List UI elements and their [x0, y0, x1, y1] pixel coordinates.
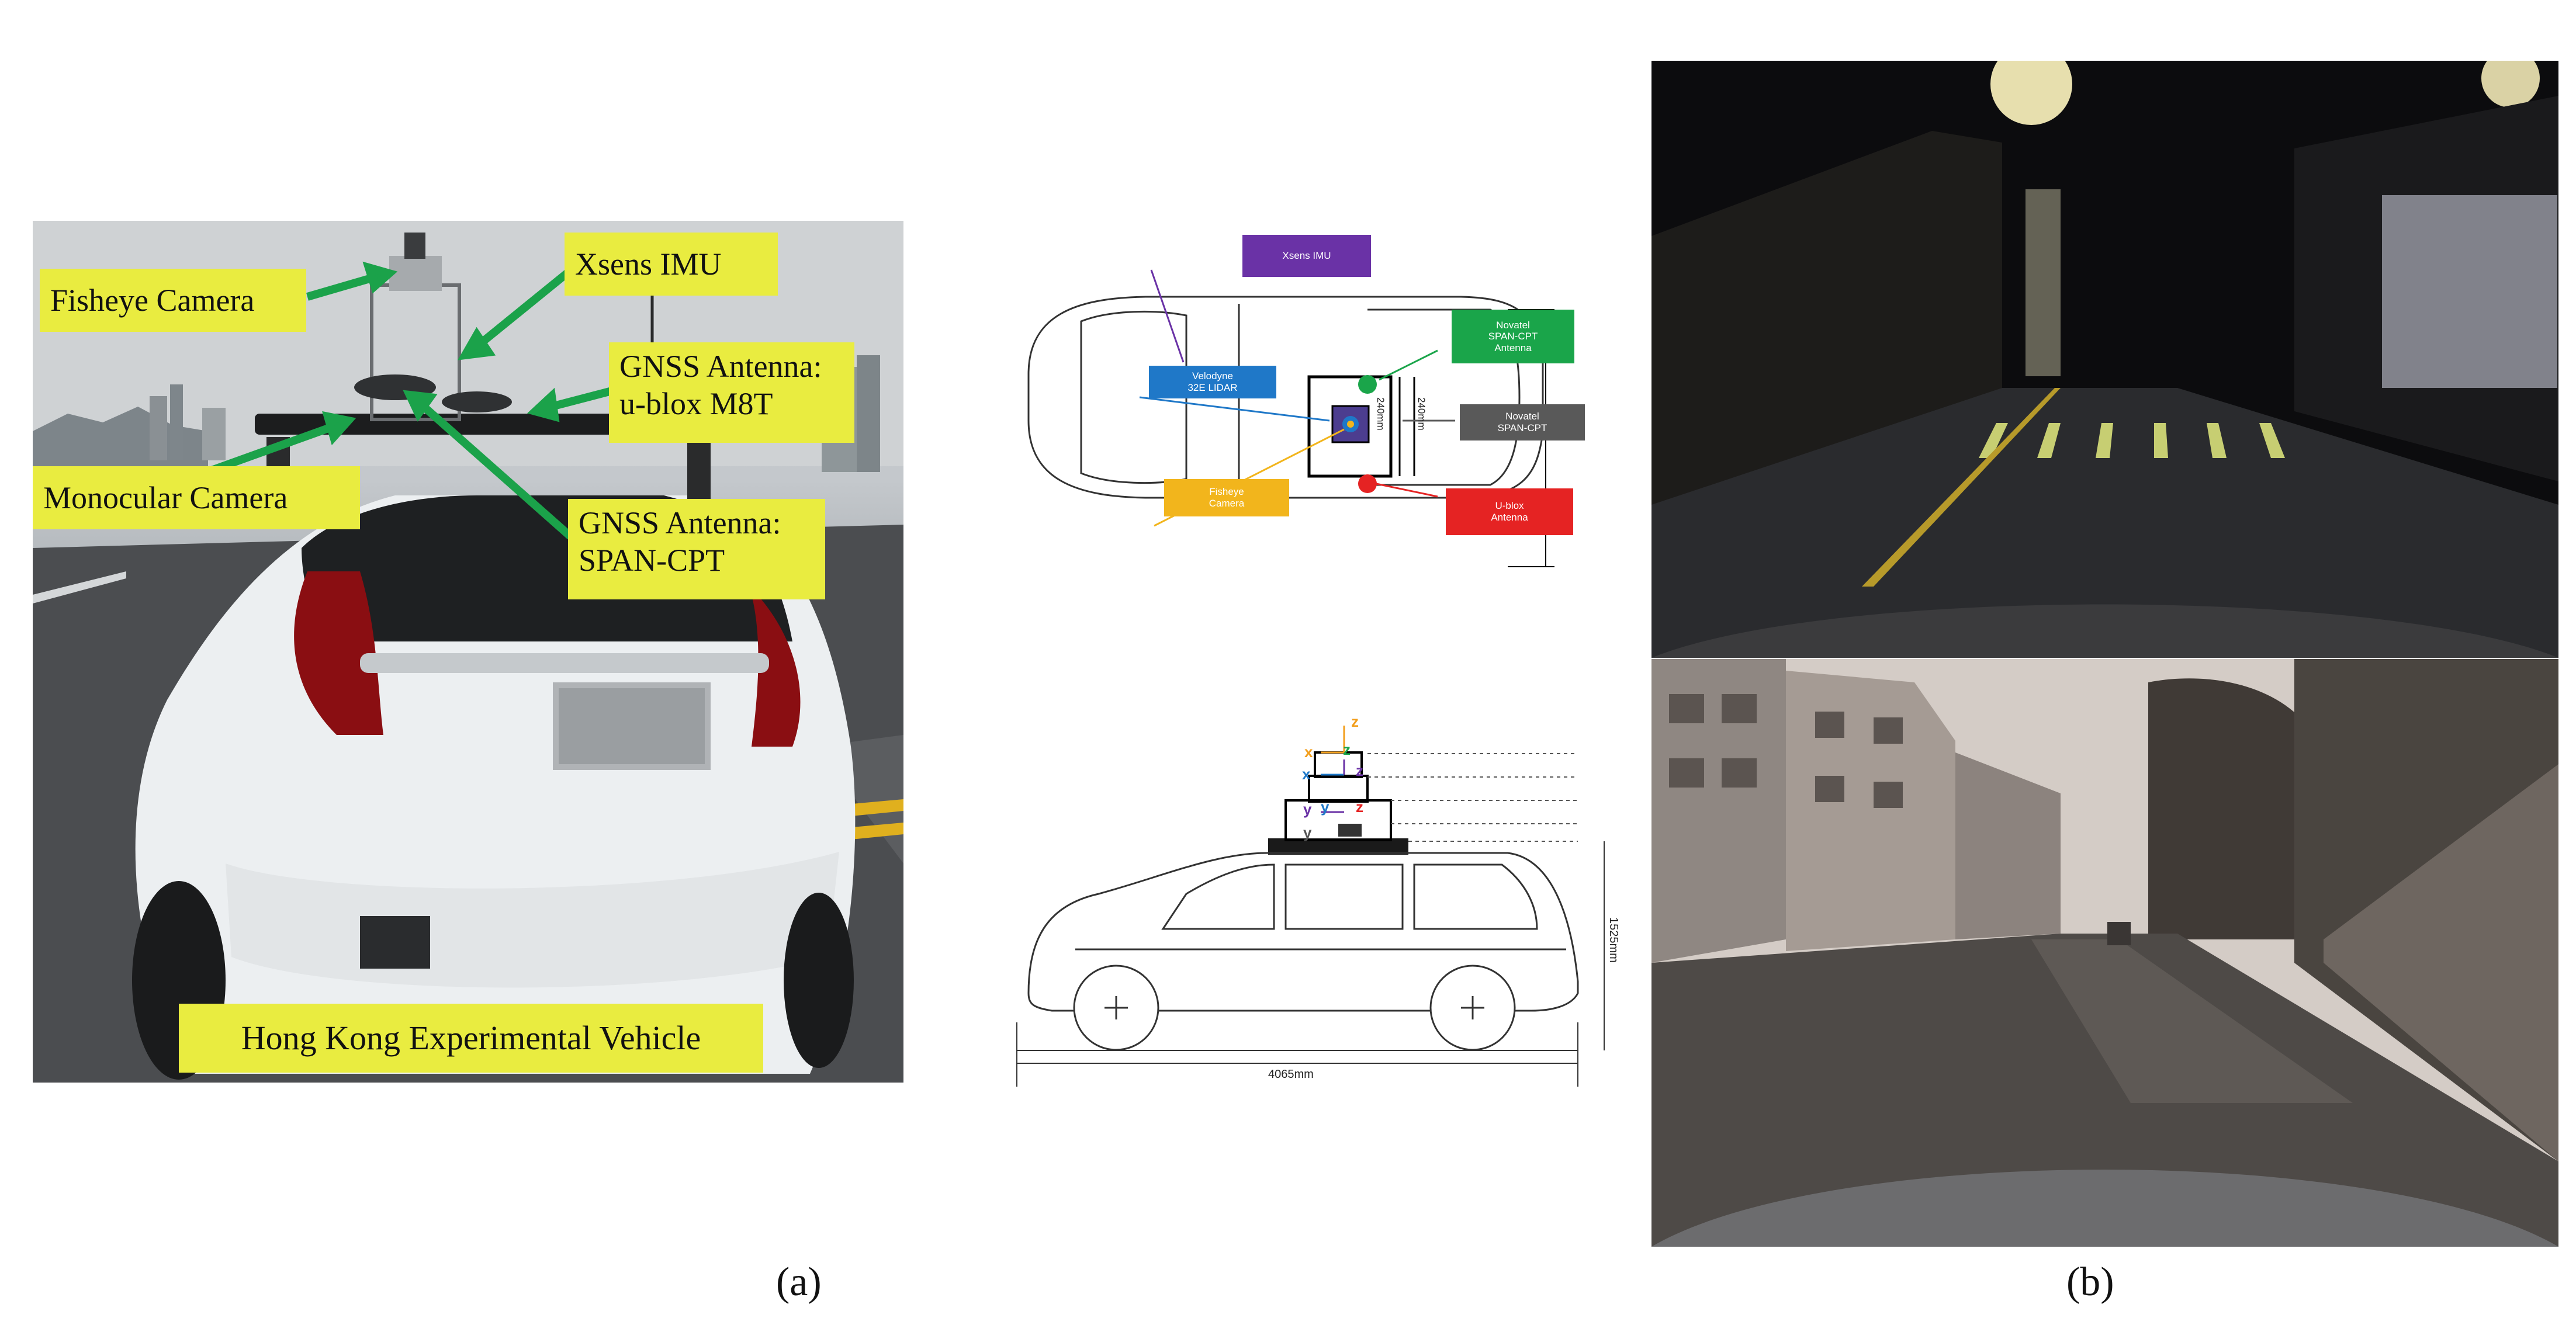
- box-novatel-antenna-line1: Novatel: [1496, 319, 1530, 331]
- axis-x1: x: [1304, 743, 1313, 761]
- box-fisheye-line2: Camera: [1209, 498, 1245, 509]
- axis-z3: z: [1356, 762, 1363, 779]
- label-gnss-span-line1: GNSS Antenna:: [579, 505, 781, 540]
- label-fisheye-camera: Fisheye Camera: [40, 269, 306, 332]
- dim-240mm-b: 240mm: [1416, 397, 1427, 431]
- caption-b: (b): [2066, 1260, 2114, 1305]
- box-novatel-antenna: Novatel SPAN-CPT Antenna: [1452, 310, 1574, 363]
- axis-y3: y: [1303, 824, 1312, 841]
- axis-y1: y: [1303, 800, 1312, 818]
- night-street-drawing: [1651, 61, 2558, 658]
- label-gnss-ublox: GNSS Antenna: u-blox M8T: [609, 342, 854, 443]
- box-xsens-imu: Xsens IMU: [1242, 235, 1371, 277]
- label-gnss-ublox-line1: GNSS Antenna:: [619, 349, 822, 384]
- label-monocular-camera: Monocular Camera: [33, 466, 360, 529]
- box-novatel-span: Novatel SPAN-CPT: [1460, 404, 1585, 440]
- label-gnss-span: GNSS Antenna: SPAN-CPT: [568, 499, 825, 599]
- axis-z2: z: [1343, 741, 1351, 758]
- label-gnss-span-line2: SPAN-CPT: [579, 542, 725, 578]
- caption-a: (a): [776, 1260, 822, 1305]
- vehicle-photo: Fisheye Camera Xsens IMU GNSS Antenna: u…: [33, 221, 903, 1083]
- box-fisheye-line1: Fisheye: [1209, 486, 1244, 498]
- dusk-street-image: [1651, 659, 2558, 1247]
- box-ublox-antenna: U-blox Antenna: [1446, 488, 1573, 535]
- box-novatel-span-line2: SPAN-CPT: [1497, 422, 1547, 433]
- box-novatel-span-line1: Novatel: [1505, 411, 1539, 422]
- box-ublox-line2: Antenna: [1491, 512, 1528, 523]
- axis-x2: x: [1302, 765, 1311, 783]
- label-vehicle-title: Hong Kong Experimental Vehicle: [179, 1004, 763, 1073]
- label-xsens-imu: Xsens IMU: [565, 233, 778, 296]
- box-fisheye-camera: Fisheye Camera: [1164, 479, 1289, 516]
- night-street-image: [1651, 61, 2558, 658]
- axis-z1: z: [1351, 713, 1359, 730]
- dim-240mm-a: 240mm: [1375, 397, 1386, 431]
- axis-z4: z: [1356, 798, 1363, 816]
- label-gnss-ublox-line2: u-blox M8T: [619, 386, 773, 421]
- box-velodyne: Velodyne 32E LIDAR: [1149, 366, 1276, 398]
- dim-1525mm: 1525mm: [1607, 917, 1620, 963]
- axis-y2: y: [1321, 798, 1329, 816]
- dusk-street-drawing: [1651, 659, 2558, 1247]
- dim-4065mm: 4065mm: [1268, 1068, 1314, 1081]
- box-novatel-antenna-line3: Antenna: [1494, 342, 1532, 353]
- sensor-layout-diagram: Xsens IMU Velodyne 32E LIDAR Novatel SPA…: [993, 222, 1625, 1098]
- box-velodyne-line1: Velodyne: [1192, 370, 1233, 382]
- box-novatel-antenna-line2: SPAN-CPT: [1488, 331, 1538, 342]
- box-ublox-line1: U-blox: [1495, 500, 1524, 512]
- box-velodyne-line2: 32E LIDAR: [1187, 382, 1238, 393]
